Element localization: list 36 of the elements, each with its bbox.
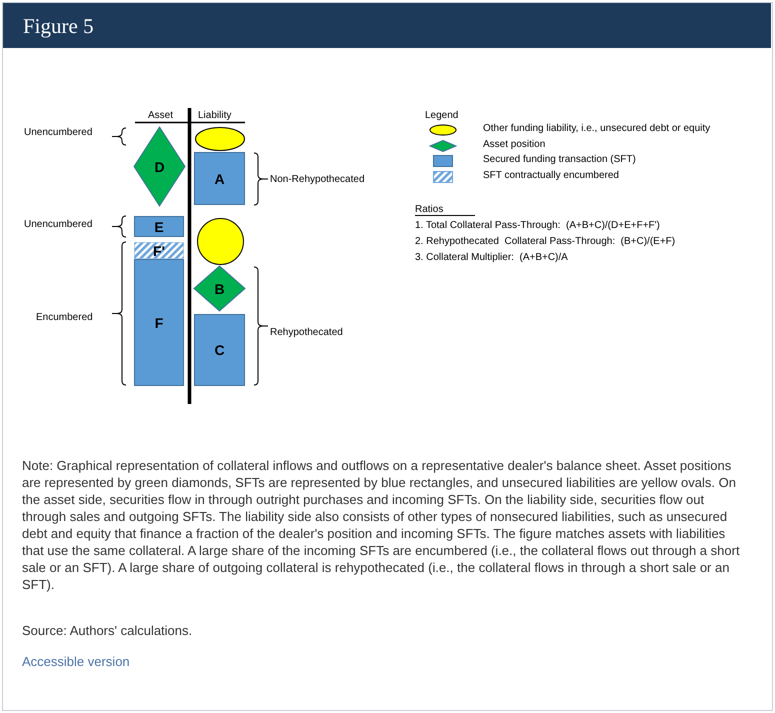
shape-letter: F' bbox=[153, 242, 165, 258]
ratio-formula: 1. Total Collateral Pass-Through: (A+B+C)/(D+E+F+F') bbox=[415, 220, 660, 231]
note-paragraph: Note: Graphical representation of collateral inflows and outflows on a representative dealer's balance sheet. Asset positions are represented by green diamonds, SFTs are represented by blue rectangles, and unsecured liabilities are yellow ovals. On the asset side, securities flow in through outright purchases and incoming SFTs. On the liability side, securities flow out through sales and outgoing SFTs. The liability side also consists of other types of nonsecured liabilities, such as unsecured debt and equity that finance a fraction of the dealer's position and incoming SFTs. The figure matches assets with liabilities that use the same collateral. A large share of the incoming SFTs are encumbered (i.e., the collateral flows out through a short sale or an SFT). A large share of outgoing collateral is rehypothecated (i.e., the collateral flows in through a short sale or an SFT). bbox=[22, 457, 741, 593]
source-note: Source: Authors' calculations. bbox=[22, 623, 192, 638]
brace-label: Unencumbered bbox=[24, 127, 92, 138]
shape-letter: C bbox=[214, 342, 225, 358]
shape-letter: F bbox=[154, 314, 164, 330]
encumbered-sft-rectangle bbox=[134, 242, 184, 259]
ratio-formula: 3. Collateral Multiplier: (A+B+C)/A bbox=[415, 252, 568, 263]
brace-label: Non-Rehypothecated bbox=[270, 174, 365, 185]
oval-shape bbox=[195, 127, 245, 151]
legend-text: Secured funding transaction (SFT) bbox=[483, 154, 636, 165]
sft-rectangle bbox=[194, 314, 245, 386]
ratio-formula: 2. Rehypothecated Collateral Pass-Through: (B+C)/(E+F) bbox=[415, 236, 676, 247]
circle-shape bbox=[196, 218, 245, 265]
brace-label: Rehypothecated bbox=[270, 327, 343, 338]
accessible-version-link: Accessible version bbox=[22, 654, 130, 669]
column-header: Asset bbox=[148, 110, 174, 121]
brace-label: Encumbered bbox=[36, 312, 93, 323]
column-header: Liability bbox=[198, 110, 232, 121]
legend-text: SFT contractually encumbered bbox=[483, 170, 619, 180]
asset-diamond bbox=[194, 266, 245, 311]
legend-text: Asset position bbox=[483, 138, 546, 150]
shape-letter: B bbox=[214, 280, 225, 296]
shape-letter: E bbox=[154, 218, 164, 234]
legend-title: Legend bbox=[425, 110, 458, 121]
shape-letter: A bbox=[214, 170, 225, 186]
brace-label: Unencumbered bbox=[24, 219, 92, 230]
legend-text: Other funding liability, i.e., unsecured debt or equity bbox=[483, 123, 710, 134]
section-heading: Ratios bbox=[415, 204, 476, 216]
sft-rectangle bbox=[134, 259, 184, 386]
figure-title: Figure 5 bbox=[23, 14, 94, 39]
sft-rectangle bbox=[194, 152, 245, 205]
sft-rectangle bbox=[134, 216, 184, 237]
asset-diamond bbox=[134, 127, 185, 206]
shape-letter: D bbox=[154, 158, 165, 174]
